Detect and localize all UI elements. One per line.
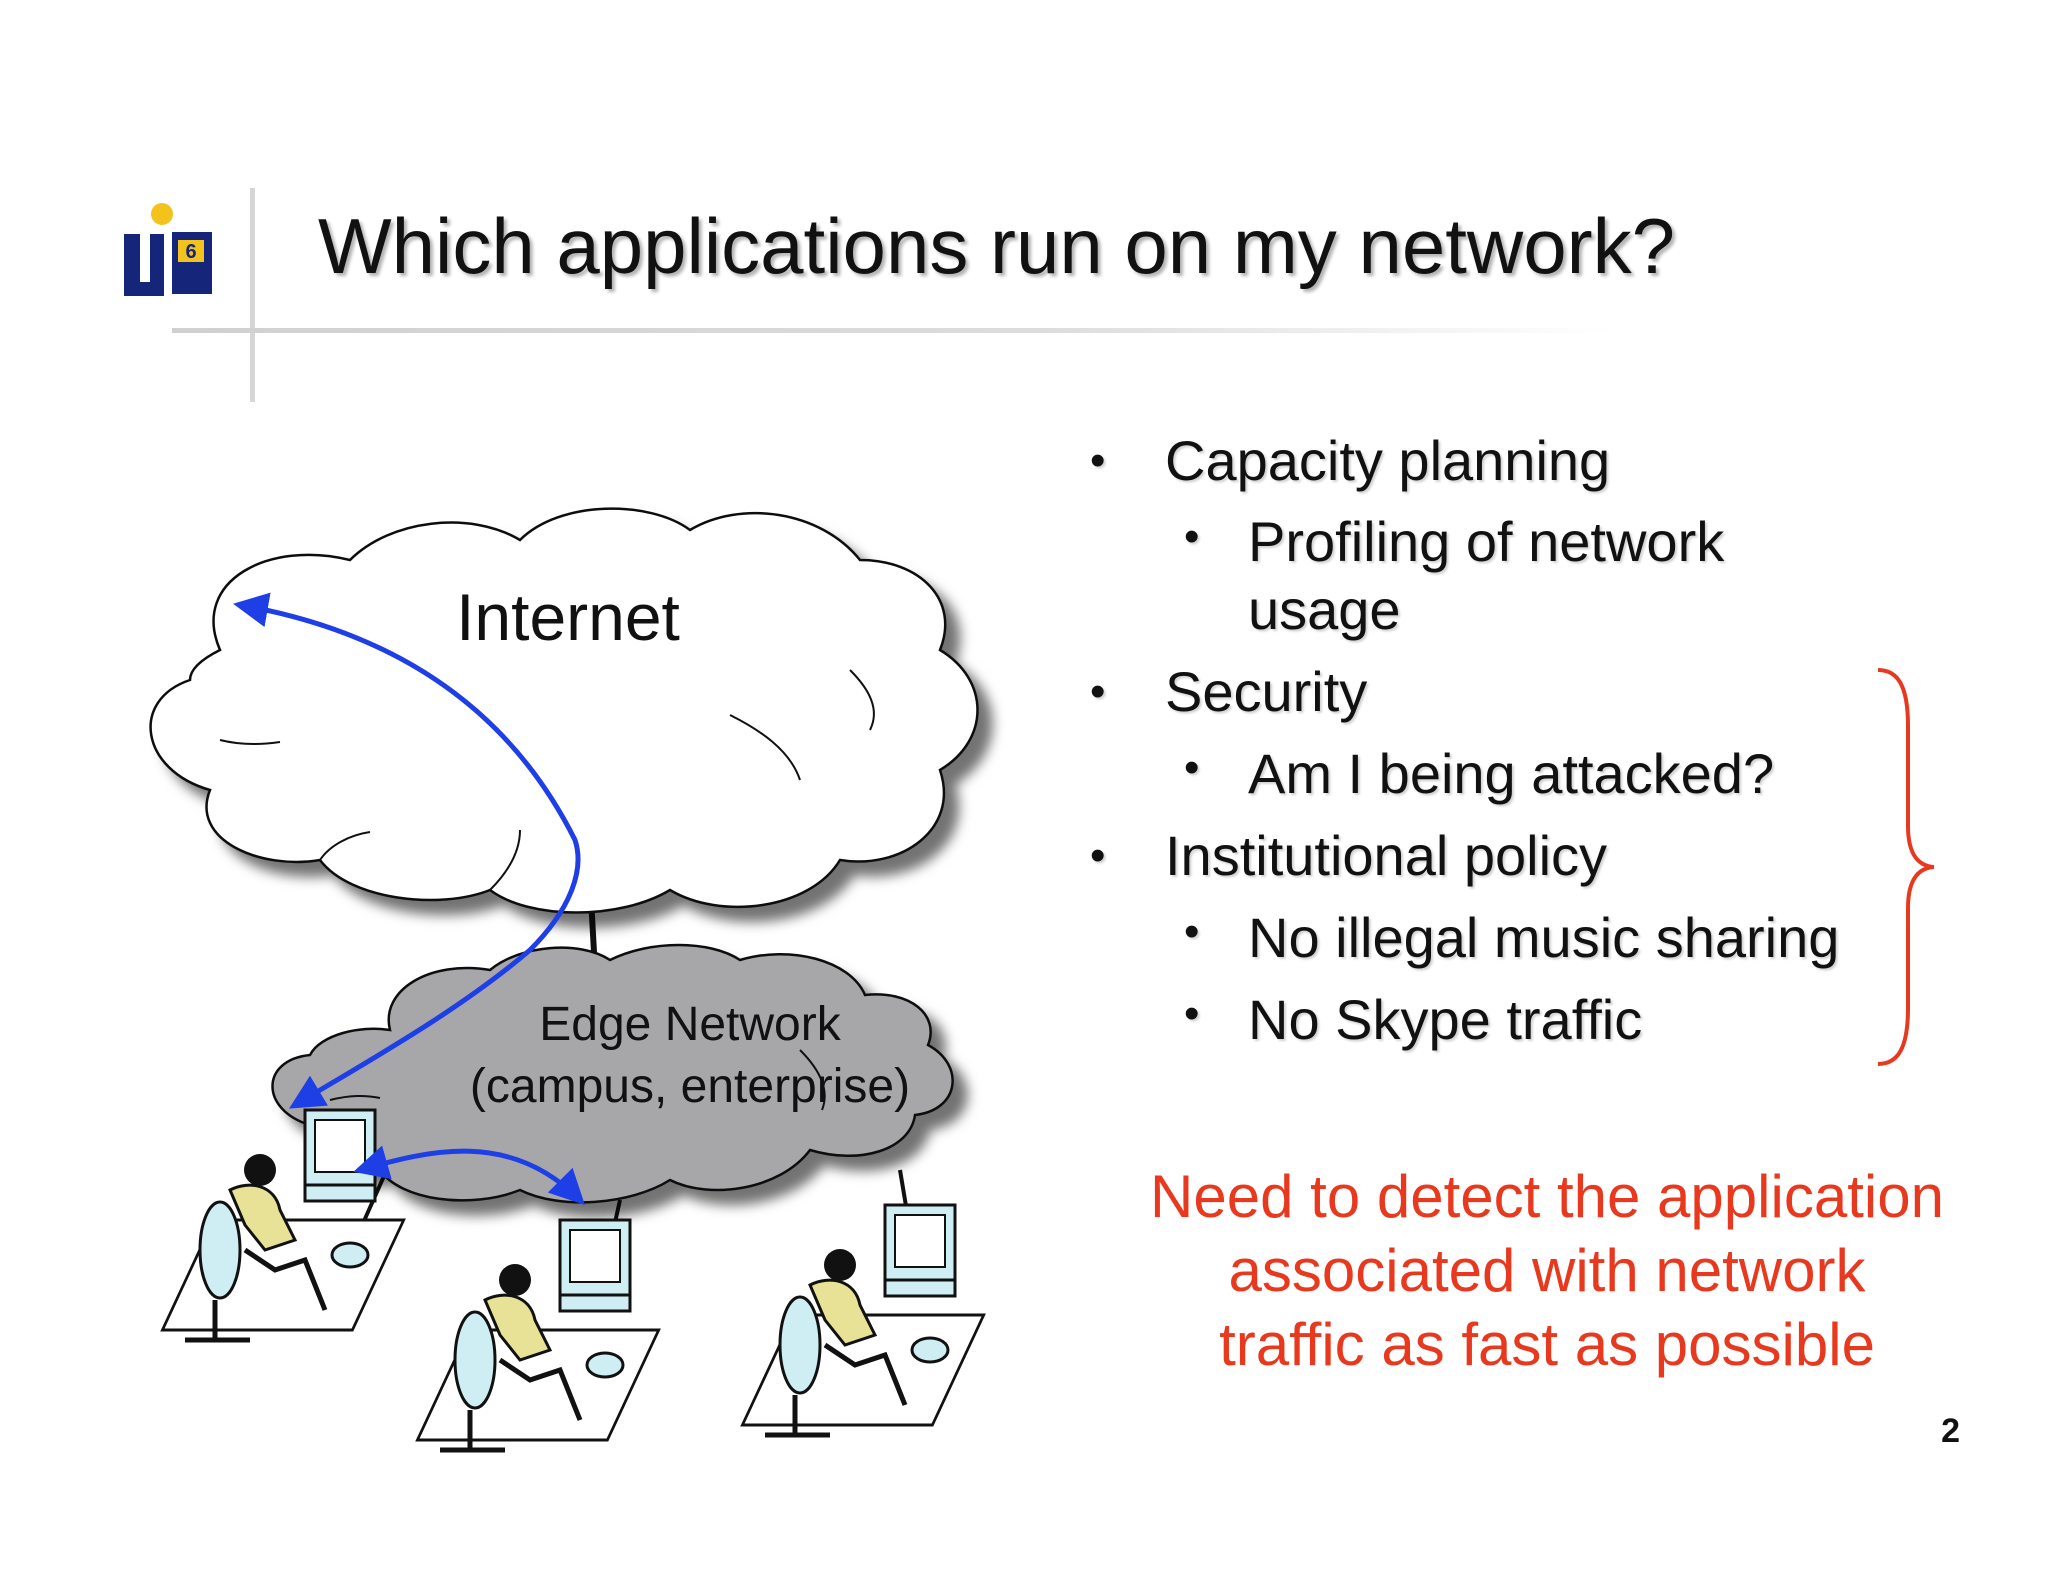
workstation-1 — [160, 1108, 406, 1343]
bullet-institutional-policy: • Institutional policy — [1090, 824, 1608, 887]
workstation-2 — [415, 1218, 661, 1453]
bullet-profiling: • Profiling of network usage — [1184, 510, 1725, 641]
bullet-music-sharing: • No illegal music sharing — [1184, 906, 1840, 969]
bullet-skype: • No Skype traffic — [1184, 988, 1643, 1051]
bullet-security: • Security — [1090, 660, 1368, 723]
key-message-line3: traffic as fast as possible — [1219, 1311, 1875, 1378]
right-curly-brace — [1877, 668, 1935, 1066]
key-message: Need to detect the application associate… — [1082, 1160, 2012, 1382]
bullet-capacity-planning: • Capacity planning — [1090, 429, 1611, 492]
key-message-line2: associated with network — [1228, 1237, 1866, 1304]
workstation-3 — [740, 1203, 986, 1438]
bullet-list: • Capacity planning • Profiling of netwo… — [1090, 420, 1950, 1061]
lip6-logo: 6 — [124, 203, 212, 296]
internet-cloud — [149, 507, 979, 914]
arrow-pc-to-internet — [233, 592, 581, 1109]
internet-label: Internet — [456, 580, 680, 654]
title-horizontal-rule — [172, 328, 1612, 333]
edge-label-line1: Edge Network — [539, 998, 841, 1051]
network-diagram: Internet Edge Network (campus, enterpris… — [149, 507, 986, 1453]
slide-title: Which applications run on my network? — [318, 202, 1675, 290]
svg-text:6: 6 — [185, 241, 196, 263]
bullet-attacked: • Am I being attacked? — [1184, 742, 1775, 805]
edge-label-line2: (campus, enterprise) — [470, 1060, 910, 1113]
page-number: 2 — [1941, 1412, 1960, 1450]
title-vertical-rule — [250, 188, 255, 402]
key-message-line1: Need to detect the application — [1150, 1163, 1944, 1230]
arrow-pc-to-pc — [353, 1145, 585, 1205]
